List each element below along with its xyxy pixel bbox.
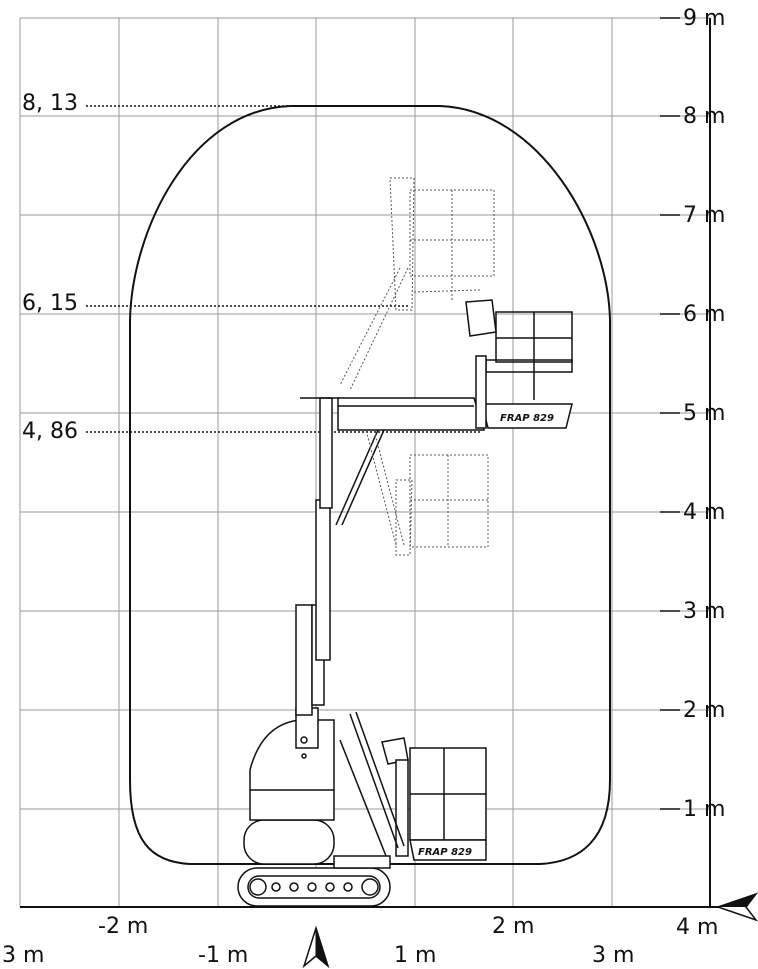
y-axis-labels: 1 m 2 m 3 m 4 m 5 m 6 m 7 m 8 m 9 m (660, 6, 725, 822)
axes (20, 18, 730, 908)
alt-positions-dotted (339, 177, 495, 556)
height-markers: 8, 13 6, 15 4, 86 (22, 91, 480, 444)
x-axis-labels: -2 m 2 m 4 m 3 m -1 m 1 m 3 m (2, 914, 718, 968)
platform-brand-label-bottom: FRAP 829 (418, 847, 472, 858)
y-label-3m: 3 m (683, 599, 725, 624)
y-label-1m: 1 m (683, 797, 725, 822)
x-label-3m-left: 3 m (2, 943, 44, 968)
y-label-7m: 7 m (683, 203, 725, 228)
machine-base (237, 707, 391, 907)
right-arrow-icon (715, 892, 758, 922)
height-marker-8-13: 8, 13 (22, 91, 78, 116)
up-arrow-icon (302, 925, 330, 969)
y-label-6m: 6 m (683, 302, 725, 327)
y-label-4m: 4 m (683, 500, 725, 525)
x-label-1m: 1 m (394, 943, 436, 968)
y-label-8m: 8 m (683, 104, 725, 129)
y-label-2m: 2 m (683, 698, 725, 723)
working-envelope (129, 105, 611, 865)
height-marker-6-15: 6, 15 (22, 291, 78, 316)
x-label-minus2m: -2 m (98, 914, 148, 939)
y-label-9m: 9 m (683, 6, 725, 31)
y-label-5m: 5 m (683, 401, 725, 426)
x-label-minus1m: -1 m (198, 943, 248, 968)
x-label-4m: 4 m (676, 915, 718, 940)
x-label-2m: 2 m (492, 914, 534, 939)
machine-mast (295, 397, 340, 716)
platform-stowed (339, 711, 487, 861)
platform-brand-label-top: FRAP 829 (500, 413, 554, 424)
grid (19, 17, 710, 907)
height-marker-4-86: 4, 86 (22, 419, 78, 444)
x-label-3m-right: 3 m (592, 943, 634, 968)
platform-extended (335, 299, 573, 526)
